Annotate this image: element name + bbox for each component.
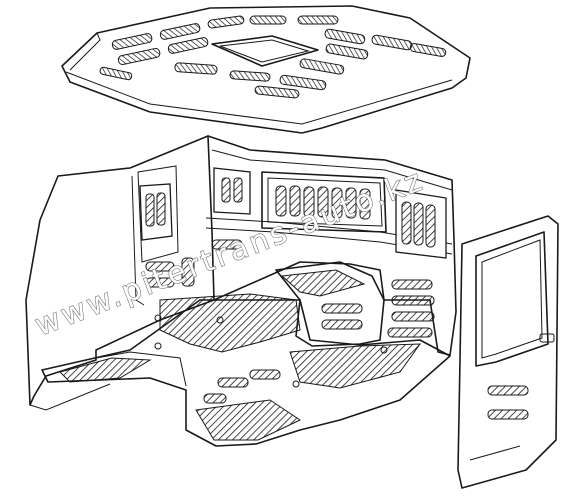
door-handle-recess <box>539 333 555 343</box>
rear-window-pads <box>275 185 371 220</box>
floor-covering <box>29 293 451 447</box>
door-window-opening <box>475 231 549 367</box>
side-panel-left <box>139 183 173 241</box>
back-panel-left <box>213 167 251 215</box>
door-inner-panel <box>457 215 559 489</box>
door-pad-upper <box>487 385 529 396</box>
roof-insulation-panel <box>61 5 471 134</box>
roof-hatch-opening <box>211 35 319 67</box>
cab-interior-shell <box>25 135 457 406</box>
engine-tunnel-cover <box>275 261 385 347</box>
rear-window-frame <box>261 171 387 233</box>
door-pad-lower <box>487 409 529 420</box>
roof-pads <box>99 15 447 99</box>
